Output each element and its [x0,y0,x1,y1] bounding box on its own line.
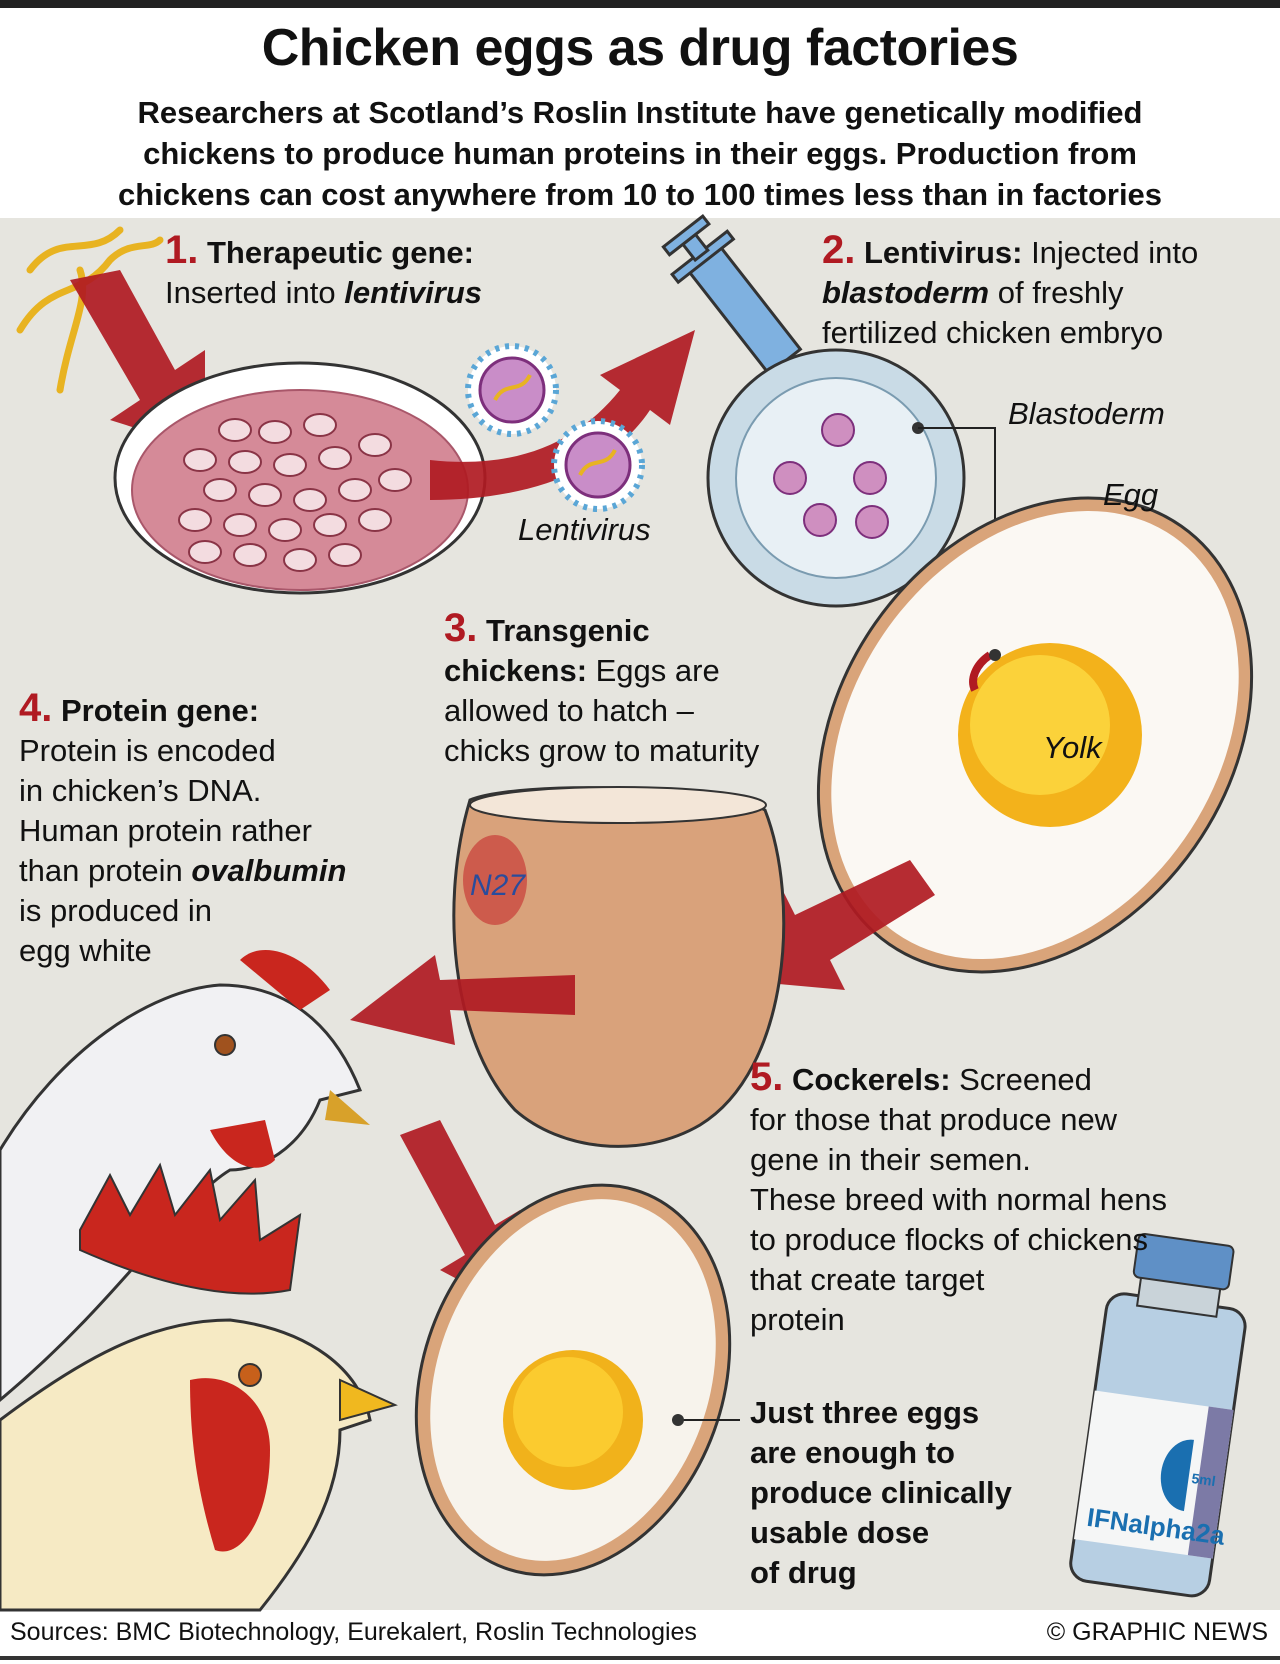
egg-with-yolk-icon [414,1183,732,1577]
step-4: 4. Protein gene: Protein is encoded in c… [19,688,346,971]
sources: Sources: BMC Biotechnology, Eurekalert, … [10,1618,697,1646]
hatched-eggshell-icon: N27 [452,786,786,1148]
step-text: protein [750,1302,845,1337]
callout-line: Just three eggs [750,1395,980,1430]
step-text: Inserted into [165,275,345,310]
step-text: for those that produce new [750,1102,1118,1137]
step-text: Injected into [1022,235,1199,270]
step-number: 2. [822,228,856,272]
arrow-icon [735,860,935,990]
drug-vial-icon: 5ml IFNalpha2a [1069,1232,1247,1598]
step-text: chicks grow to maturity [444,733,760,768]
egg-mark: N27 [470,869,526,902]
step-text: egg white [19,933,152,968]
step-text: Human protein rather [19,813,312,848]
subtitle-line: chickens to produce human proteins in th… [143,136,1137,171]
step-emphasis: blastoderm [822,275,990,310]
step-text: Protein is encoded [19,733,276,768]
step-number: 5. [750,1055,784,1099]
yolk-label: Yolk [1043,730,1102,765]
step-text: fertilized chicken embryo [822,315,1164,350]
step-text: in chicken’s DNA. [19,773,262,808]
step-text: to produce flocks of chickens [750,1222,1149,1257]
lentivirus-icon [465,343,645,512]
egg-cross-section-icon [816,496,1254,974]
step-text: allowed to hatch – [444,693,694,728]
subtitle: Researchers at Scotland’s Roslin Institu… [20,92,1260,215]
callout-line: of drug [750,1555,857,1590]
petri-dish-icon [113,361,487,595]
blastoderm-label: Blastoderm [1008,396,1165,431]
page-title: Chicken eggs as drug factories [261,19,1019,77]
arrow-icon [350,955,575,1045]
step-heading: Transgenic [485,613,650,648]
step-3: 3. Transgenic chickens: Eggs are allowed… [444,608,759,771]
step-emphasis: ovalbumin [191,853,347,888]
step-text: These breed with normal hens [750,1182,1168,1217]
step-number: 1. [165,228,199,272]
step-text: than protein [19,853,192,888]
bottom-rule [0,1656,1280,1660]
step-2: 2. Lentivirus: Injected into blastoderm … [822,230,1198,353]
callout-line: produce clinically [750,1475,1012,1510]
subtitle-line: chickens can cost anywhere from 10 to 10… [117,177,1163,212]
step-heading: chickens: [444,653,588,688]
footer: Sources: BMC Biotechnology, Eurekalert, … [0,1612,1280,1656]
step-text: is produced in [19,893,213,928]
callout-line: usable dose [750,1515,930,1550]
step-number: 3. [444,606,478,650]
arrow-icon [430,330,695,500]
credit: © GRAPHIC NEWS [1046,1618,1268,1646]
step-heading: Therapeutic gene: [206,235,474,270]
step-text: Eggs are [587,653,720,688]
blastoderm-icon [706,348,966,608]
lentivirus-label: Lentivirus [518,512,651,547]
step-text: gene in their semen. [750,1142,1031,1177]
cockerel-icon [0,1162,398,1612]
step-heading: Lentivirus: [863,235,1023,270]
step-text: that create target [750,1262,985,1297]
step-heading: Cockerels: [791,1062,951,1097]
step-text: of freshly [989,275,1124,310]
top-rule [0,0,1280,8]
step-number: 4. [19,686,53,730]
subtitle-line: Researchers at Scotland’s Roslin Institu… [137,95,1143,130]
callout: Just three eggs are enough to produce cl… [750,1393,1012,1593]
callout-line: are enough to [750,1435,955,1470]
step-emphasis: lentivirus [344,275,483,310]
step-5: 5. Cockerels: Screened for those that pr… [750,1057,1167,1340]
step-heading: Protein gene: [60,693,260,728]
egg-label: Egg [1103,477,1159,512]
syringe-icon [661,214,848,442]
vial-volume: 5ml [1191,1470,1217,1489]
step-1: 1. Therapeutic gene: Inserted into lenti… [165,230,482,313]
step-text: Screened [950,1062,1092,1097]
